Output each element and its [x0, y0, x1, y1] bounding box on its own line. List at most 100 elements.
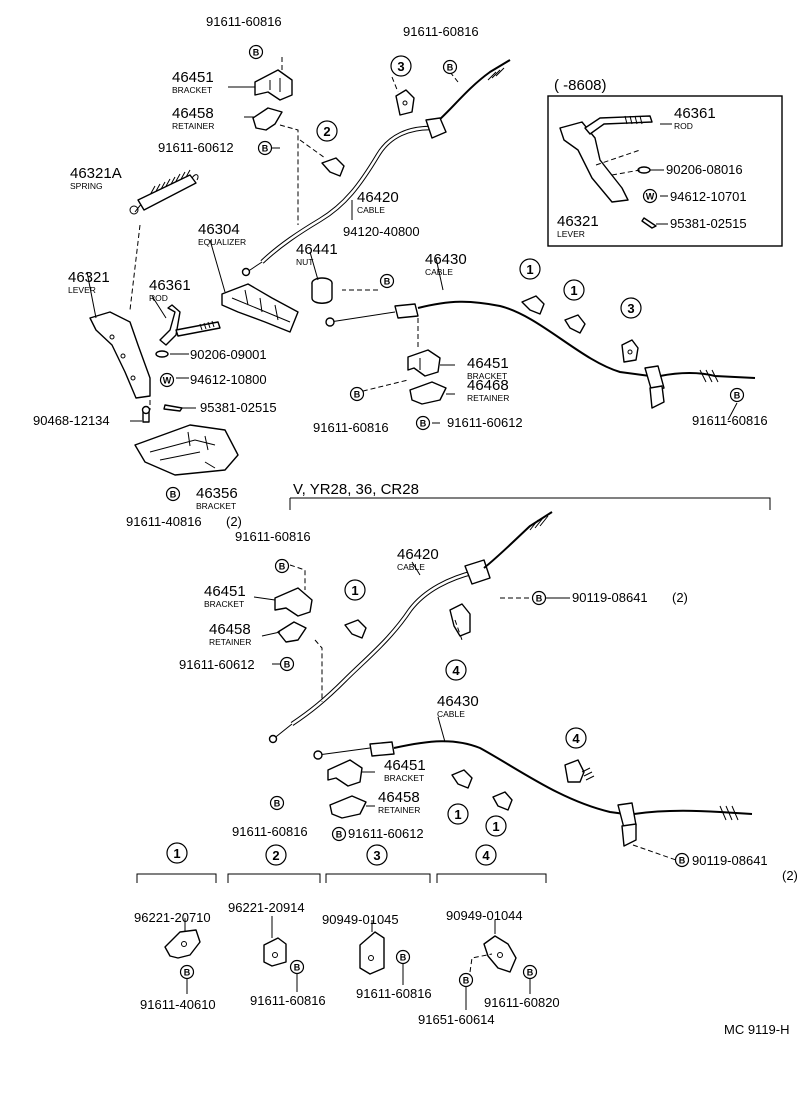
svg-text:4: 4 — [572, 731, 580, 746]
inset-range: ( -8608) — [554, 77, 607, 94]
variant-label-90119-08641-b: 90119-08641 — [692, 853, 768, 868]
cable-46430-top — [325, 300, 756, 409]
svg-text:3: 3 — [397, 59, 404, 74]
clamp-label-90949-01044: 90949-01044 — [446, 908, 523, 923]
variant-label-retainer-a: RETAINER — [209, 637, 251, 647]
clamp-group-2-header: 2 — [227, 844, 321, 883]
label-46304: 46304 — [198, 221, 240, 238]
label-46321a: 46321A — [70, 165, 122, 182]
retainer-46458-variant-b — [329, 795, 367, 819]
pin-90206-09001 — [155, 350, 169, 358]
inset-label-46361: 46361 — [674, 105, 716, 122]
label-91611-60816-d: 91611-60816 — [692, 413, 768, 428]
clamp-label-96221-20914: 96221-20914 — [228, 900, 305, 915]
clamp-label-91651-60614: 91651-60614 — [418, 1012, 495, 1027]
marker-b-variant-6 — [674, 852, 690, 868]
circle-marker-1-top-b: 1 — [563, 279, 585, 301]
marker-b-top-1 — [248, 44, 264, 60]
cable-46420-variant — [268, 511, 553, 744]
clamp-1-variant — [344, 619, 367, 639]
clamp-group-3-header: 3 — [325, 844, 431, 883]
label-91611-60612-b: 91611-60612 — [447, 415, 523, 430]
inset-box: ( -8608) 46361 ROD 90206-08016 94612-107… — [547, 77, 783, 247]
label-91611-60816-a: 91611-60816 — [206, 14, 282, 29]
bracket-46451-variant — [274, 587, 313, 617]
variant-label-46458-a: 46458 — [209, 621, 251, 638]
clamp-90949-01044 — [483, 935, 517, 973]
clamp-label-91611-60816-a: 91611-60816 — [250, 993, 326, 1008]
clamp-1-variant-b — [451, 769, 473, 789]
svg-text:1: 1 — [454, 807, 461, 822]
lever-46321 — [89, 311, 151, 399]
inset-label-rod: ROD — [674, 121, 693, 131]
clamp-96221-20710 — [164, 929, 201, 959]
inset-label-94612-10701: 94612-10701 — [670, 189, 747, 204]
label-retainer-a: RETAINER — [172, 121, 214, 131]
clamp-label-91611-60820: 91611-60820 — [484, 995, 560, 1010]
label-rod: ROD — [149, 293, 168, 303]
clamp-label-96221-20710: 96221-20710 — [134, 910, 211, 925]
leaders-top — [86, 86, 738, 469]
svg-text:4: 4 — [452, 663, 460, 678]
circle-marker-1-top-a: 1 — [519, 258, 541, 280]
label-95381-02515: 95381-02515 — [200, 400, 277, 415]
variant-label-46420: 46420 — [397, 546, 439, 563]
inset-label-46321: 46321 — [557, 213, 599, 230]
top-section: 3 2 1 1 3 91611-60816 46451 BRACKET 4645… — [33, 14, 768, 529]
inset-rod — [584, 115, 653, 135]
variant-section: V, YR28, 36, CR28 — [179, 481, 798, 883]
label-91611-60816-b: 91611-60816 — [403, 24, 479, 39]
variant-label-90119-08641-a: 90119-08641 — [572, 590, 648, 605]
circle-marker-3-top-right: 3 — [620, 297, 642, 319]
circle-marker-1-variant-b: 1 — [447, 803, 469, 825]
label-46468: 46468 — [467, 377, 509, 394]
circle-marker-1-variant-c: 1 — [485, 815, 507, 837]
label-retainer-b: RETAINER — [467, 393, 509, 403]
clamp-1-top-b — [564, 314, 586, 334]
label-spring: SPRING — [70, 181, 103, 191]
svg-text:3: 3 — [373, 848, 380, 863]
variant-label-91611-60816-b: 91611-60816 — [232, 824, 308, 839]
clamp-group-4-header: 4 — [436, 844, 547, 883]
svg-text:2: 2 — [272, 848, 279, 863]
variant-label-qty-2-b: (2) — [782, 868, 798, 883]
label-94120-40800: 94120-40800 — [343, 224, 420, 239]
bracket-46451-top-mid — [407, 349, 441, 377]
label-46430-a: 46430 — [425, 251, 467, 268]
label-94612-10800: 94612-10800 — [190, 372, 267, 387]
spring-46321a — [129, 169, 199, 215]
marker-b-top-7 — [729, 387, 745, 403]
variant-header: V, YR28, 36, CR28 — [293, 481, 419, 498]
clamp-3-top-right — [621, 339, 639, 363]
label-91611-60612-a: 91611-60612 — [158, 140, 234, 155]
svg-text:1: 1 — [492, 819, 499, 834]
label-46356: 46356 — [196, 485, 238, 502]
variant-label-46451-b: 46451 — [384, 757, 426, 774]
circle-marker-2-top: 2 — [316, 120, 338, 142]
marker-b-top-2 — [257, 140, 273, 156]
label-91611-60816-c: 91611-60816 — [313, 420, 389, 435]
circle-marker-4-variant-b: 4 — [565, 727, 587, 749]
label-90468-12134: 90468-12134 — [33, 413, 110, 428]
inset-label-lever: LEVER — [557, 229, 585, 239]
marker-b-variant-4 — [269, 795, 285, 811]
marker-b-top-4 — [379, 273, 395, 289]
label-90206-09001: 90206-09001 — [190, 347, 267, 362]
clamp-marker-b-4 — [458, 972, 474, 988]
clamp-marker-b-1 — [179, 964, 195, 980]
retainer-46458-top-left — [252, 107, 283, 131]
variant-label-cable-b: CABLE — [437, 709, 465, 719]
svg-text:1: 1 — [351, 583, 358, 598]
marker-b-top-8 — [165, 486, 181, 502]
label-lever: LEVER — [68, 285, 96, 295]
leader-top-a — [129, 57, 459, 410]
cable-46430-variant — [313, 740, 753, 847]
bolt-90468-12134 — [141, 405, 151, 423]
inset-label-90206-08016: 90206-08016 — [666, 162, 743, 177]
svg-text:4: 4 — [482, 848, 490, 863]
cable-46420-top — [241, 59, 511, 277]
variant-label-91611-60612-a: 91611-60612 — [179, 657, 255, 672]
clamp-marker-b-5 — [522, 964, 538, 980]
variant-label-retainer-b: RETAINER — [378, 805, 420, 815]
clamp-1-top-a — [521, 295, 545, 315]
